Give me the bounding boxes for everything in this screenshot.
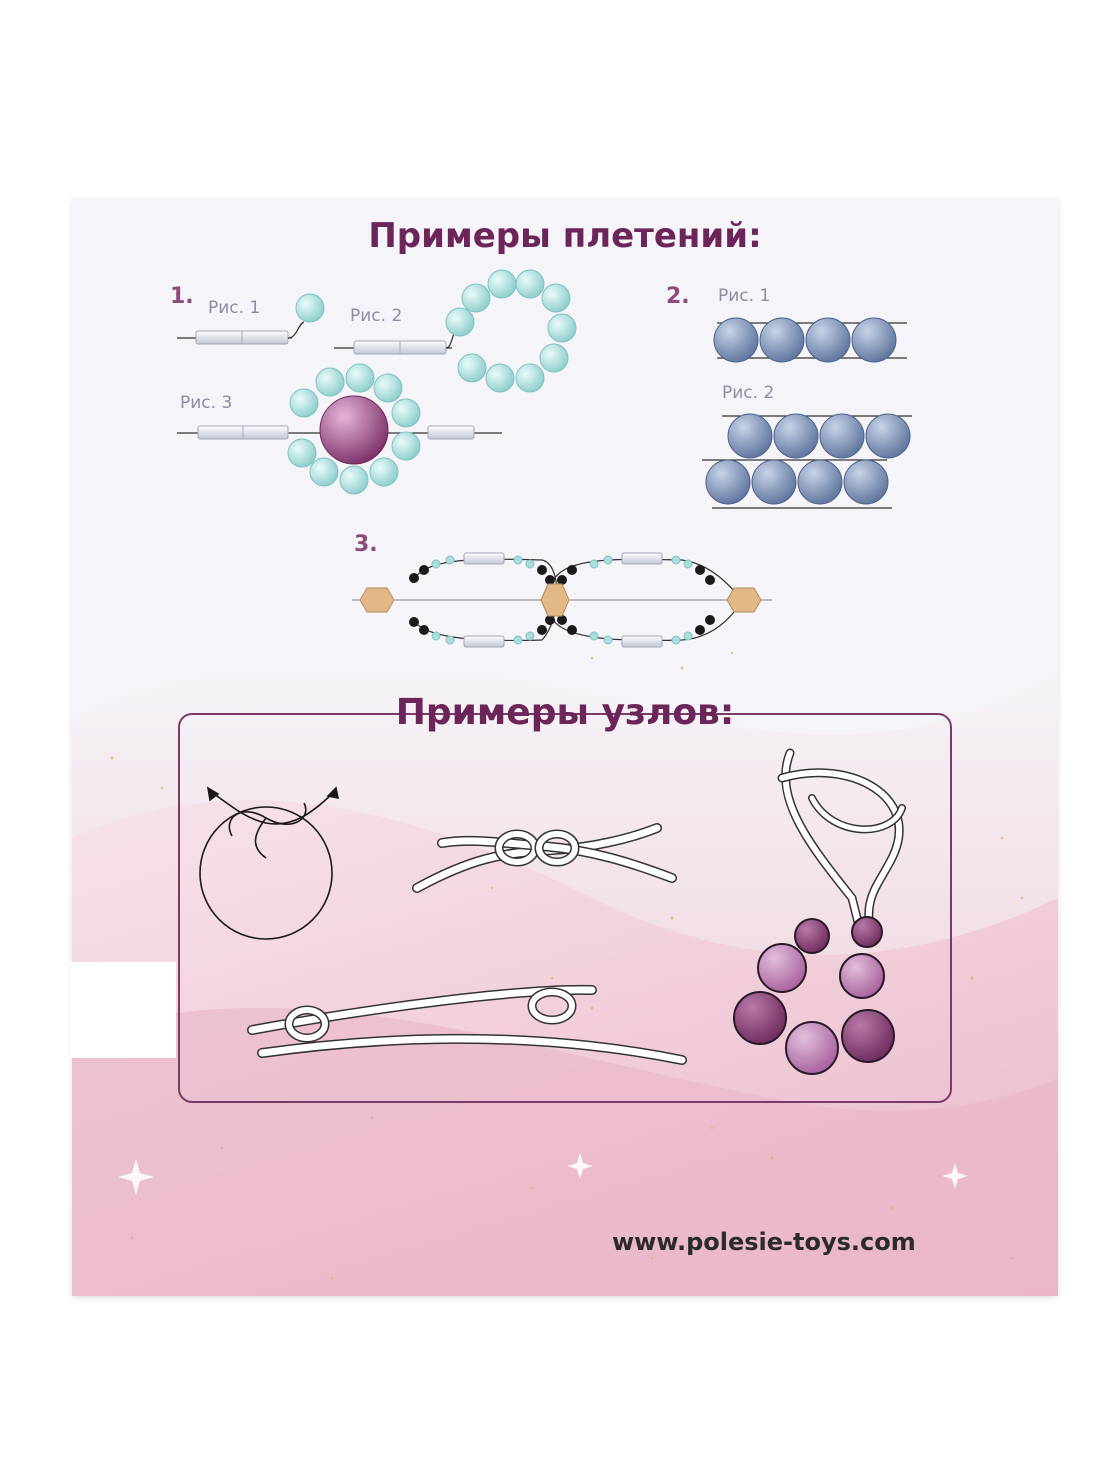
g1-fig2-label: Рис. 2 (350, 306, 403, 326)
knot-reef-diagram (412, 823, 677, 893)
knot-double-diagram (247, 984, 687, 1065)
group2-number: 2. (666, 284, 690, 309)
knot-diagrams (199, 748, 906, 1075)
knot-circle-diagram (199, 786, 340, 940)
g1-fig1-diagram (177, 293, 325, 345)
group3-number: 3. (354, 532, 378, 557)
g2-fig2-label: Рис. 2 (722, 383, 775, 403)
weaving-title: Примеры плетений: (368, 216, 762, 256)
blank-label-area (70, 962, 176, 1058)
g1-fig3-diagram (177, 363, 502, 495)
g3-diagram (352, 552, 772, 648)
weaving-diagrams (177, 269, 912, 648)
knot-bead-cluster-diagram (733, 748, 906, 1075)
knots-title: Примеры узлов: (72, 692, 1058, 733)
g2-fig2-diagram (702, 413, 912, 509)
g1-fig1-label: Рис. 1 (208, 298, 261, 318)
g2-fig1-label: Рис. 1 (718, 286, 771, 306)
website-url[interactable]: www.polesie-toys.com (612, 1228, 916, 1256)
group1-number: 1. (170, 284, 194, 309)
knots-frame (178, 713, 952, 1103)
g1-fig3-label: Рис. 3 (180, 393, 233, 413)
instruction-card: Примеры плетений: 1. 2. 3. Рис. 1 Рис. 2… (72, 198, 1058, 1296)
g1-fig2-diagram (334, 269, 577, 393)
g2-fig1-diagram (713, 317, 907, 363)
knots-title-text: Примеры узлов: (395, 692, 735, 733)
card-background (72, 198, 1058, 1296)
